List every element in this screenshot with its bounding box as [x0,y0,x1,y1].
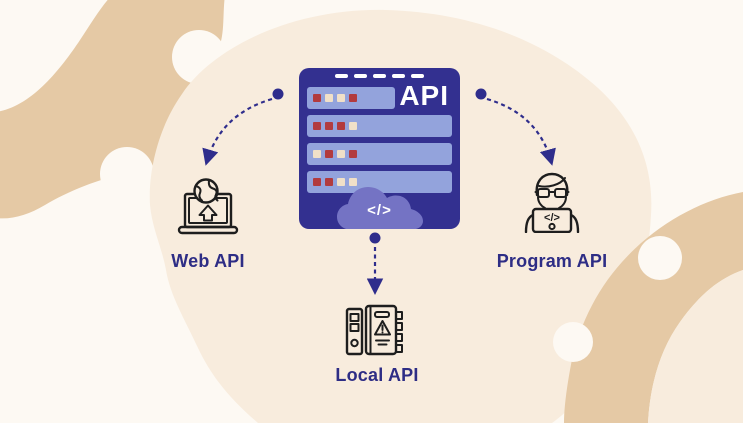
indicator-square-cream [325,94,333,102]
local-api-label: Local API [335,365,419,385]
arrow-to-local-api [366,232,384,295]
header-dash [335,74,348,78]
indicator-square-red [337,122,345,130]
indicator-square-red [325,122,333,130]
server-bar [307,171,452,193]
indicator-square-red [349,94,357,102]
laptop-globe-upload-icon [177,178,239,235]
indicator-square-red [313,178,321,186]
indicator-square-cream [337,150,345,158]
ring-notch-circle [553,322,593,362]
arrow-to-web-api [202,88,284,166]
indicator-square-red [325,178,333,186]
header-dash [354,74,367,78]
indicator-square-cream [349,178,357,186]
web-api-label: Web API [171,251,245,271]
cloud-icon [336,187,423,229]
arrow-to-program-api [475,88,556,166]
server-bar [307,87,395,109]
manual-books-icon [345,304,403,356]
indicator-square-cream [313,150,321,158]
tan-ring-bottom-right [564,192,743,423]
server-bar [307,115,452,137]
cream-corner-bottom-right [648,270,743,423]
program-code-glyph: </> [544,212,560,224]
header-dash [373,74,386,78]
api-server-card: API </> [299,68,460,229]
cloud-code-glyph: </> [367,202,392,219]
server-dashes [299,72,460,78]
indicator-square-red [325,150,333,158]
indicator-square-cream [337,94,345,102]
ring-notch-circle [638,236,682,280]
header-dash [392,74,405,78]
header-dash [411,74,424,78]
band-notch-circle [100,147,154,201]
indicator-square-red [313,94,321,102]
program-api-label: Program API [496,251,608,271]
indicator-square-cream [337,178,345,186]
cloud-code-badge: </> [336,183,424,229]
server-bars [307,87,452,199]
api-title: API [399,80,449,111]
indicator-square-red [349,150,357,158]
indicator-square-red [313,122,321,130]
server-bar [307,143,452,165]
developer-at-laptop-icon: </> [524,172,580,233]
indicator-square-cream [349,122,357,130]
